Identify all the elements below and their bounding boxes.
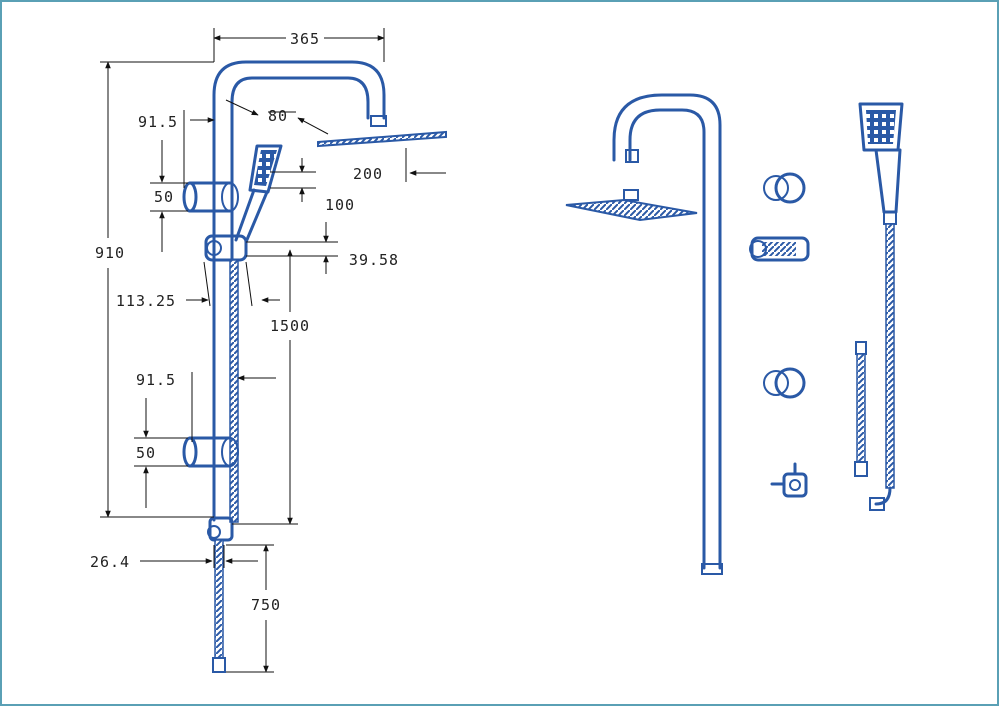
component-riser-outer (612, 93, 722, 570)
dim-head-size: 200 (353, 165, 383, 183)
dim-lower-hose: 750 (251, 596, 281, 614)
component-short-hose (854, 341, 868, 477)
outlet (207, 516, 234, 542)
component-diverter (770, 462, 808, 498)
component-bracket-1 (763, 172, 806, 204)
component-slider (749, 236, 810, 262)
slider (204, 234, 248, 262)
component-bracket-2 (763, 367, 806, 399)
dim-bracket-offset-top: 91.5 (138, 113, 178, 131)
component-rain-head (565, 198, 698, 222)
dim-bracket-height-bottom: 50 (136, 444, 156, 462)
dim-slider-offset: 39.58 (349, 251, 399, 269)
hose-nut (212, 657, 226, 673)
dim-width-top: 365 (290, 30, 320, 48)
dim-bracket-offset-bottom: 91.5 (136, 371, 176, 389)
dim-outlet-offset: 26.4 (90, 553, 130, 571)
dim-total-height: 910 (95, 244, 125, 262)
upper-bracket (182, 181, 239, 213)
dim-hose-length: 1500 (270, 317, 310, 335)
component-head-connector (623, 189, 639, 201)
dim-bracket-height-top: 50 (154, 188, 174, 206)
dim-slider-depth: 113.25 (116, 292, 176, 310)
rain-shower-head (317, 130, 447, 148)
hand-shower (234, 144, 283, 244)
dim-arm-offset: 80 (268, 107, 288, 125)
elevation-view: 365 80 91.5 200 50 100 910 (90, 28, 447, 673)
components-view (565, 93, 904, 575)
riser-pipe (212, 60, 386, 522)
component-riser (628, 108, 706, 570)
component-hand-shower (858, 102, 904, 511)
lower-bracket (182, 436, 239, 468)
riser-pipe-inner (230, 76, 370, 522)
dim-handset-offset: 100 (325, 196, 355, 214)
head-connector (370, 115, 387, 127)
hose-upper (229, 259, 239, 523)
hose-lower (214, 539, 224, 659)
